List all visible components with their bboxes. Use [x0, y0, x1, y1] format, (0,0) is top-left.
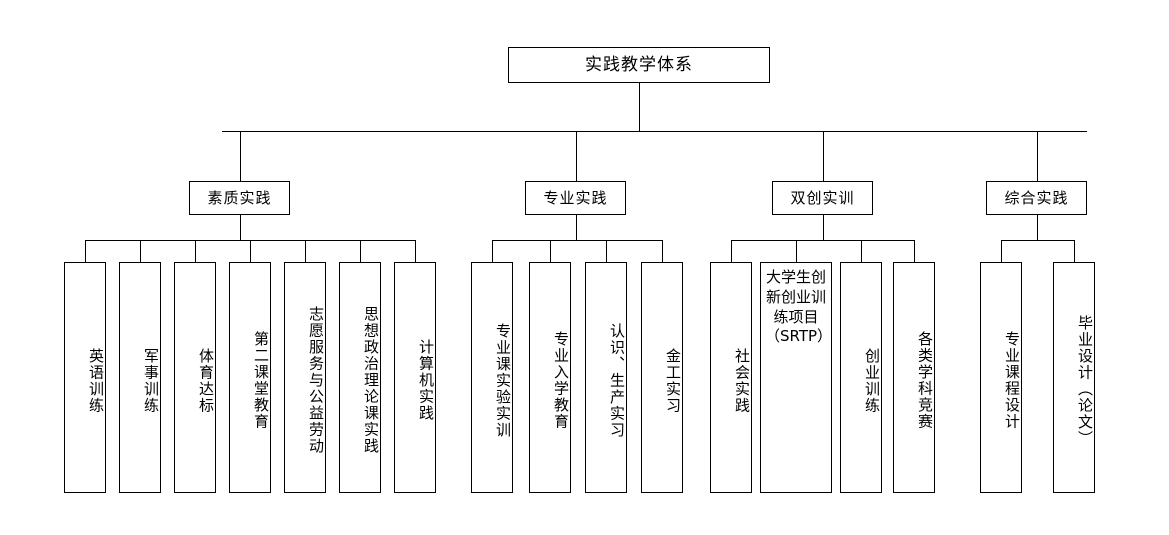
- leaf-node-0-1[interactable]: 军事训练: [119, 262, 161, 493]
- leaf-stem-0-1: [140, 240, 141, 262]
- root-node[interactable]: 实践教学体系: [508, 47, 770, 83]
- leaf-stem-2-3: [914, 240, 915, 262]
- category-node-0[interactable]: 素质实践: [189, 181, 290, 215]
- leaf-stem-2-2: [861, 240, 862, 262]
- group-bus-1: [492, 240, 662, 241]
- leaf-stem-0-6: [415, 240, 416, 262]
- leaf-stem-0-2: [195, 240, 196, 262]
- category-stem-0: [240, 131, 241, 181]
- leaf-node-3-1[interactable]: 毕业设计（论文）: [1053, 262, 1095, 493]
- category-node-1[interactable]: 专业实践: [525, 181, 626, 215]
- leaf-node-1-3[interactable]: 金工实习: [641, 262, 683, 493]
- group-bus-2: [731, 240, 914, 241]
- leaf-stem-3-1: [1074, 240, 1075, 262]
- category-node-3[interactable]: 综合实践: [986, 181, 1087, 215]
- leaf-node-1-0[interactable]: 专业课实验实训: [471, 262, 513, 493]
- leaf-stem-0-0: [85, 240, 86, 262]
- group-bus-3: [1001, 240, 1074, 241]
- leaf-stem-0-5: [360, 240, 361, 262]
- category-drop-1: [576, 215, 577, 240]
- category-stem-1: [576, 131, 577, 181]
- leaf-node-2-2[interactable]: 创业训练: [840, 262, 882, 493]
- leaf-node-0-3[interactable]: 第二课堂教育: [229, 262, 271, 493]
- leaf-node-2-3[interactable]: 各类学科竞赛: [893, 262, 935, 493]
- leaf-node-0-4[interactable]: 志愿服务与公益劳动: [284, 262, 326, 493]
- leaf-stem-2-1: [796, 240, 797, 262]
- category-drop-3: [1037, 215, 1038, 240]
- leaf-stem-3-0: [1001, 240, 1002, 262]
- leaf-stem-1-2: [606, 240, 607, 262]
- category-node-2[interactable]: 双创实训: [772, 181, 873, 215]
- leaf-node-0-6[interactable]: 计算机实践: [394, 262, 436, 493]
- category-drop-2: [823, 215, 824, 240]
- leaf-node-0-5[interactable]: 思想政治理论课实践: [339, 262, 381, 493]
- leaf-stem-0-4: [305, 240, 306, 262]
- leaf-node-1-2[interactable]: 认识、生产实习: [585, 262, 627, 493]
- leaf-node-2-0[interactable]: 社会实践: [710, 262, 752, 493]
- category-drop-0: [240, 215, 241, 240]
- leaf-stem-1-0: [492, 240, 493, 262]
- leaf-stem-0-3: [250, 240, 251, 262]
- category-stem-2: [823, 131, 824, 181]
- leaf-stem-2-0: [731, 240, 732, 262]
- leaf-node-2-1[interactable]: 大学生创新创业训练项目（SRTP）: [760, 262, 832, 493]
- root-stem: [639, 83, 640, 131]
- leaf-node-0-2[interactable]: 体育达标: [174, 262, 216, 493]
- leaf-node-0-0[interactable]: 英语训练: [64, 262, 106, 493]
- leaf-stem-1-3: [662, 240, 663, 262]
- leaf-node-3-0[interactable]: 专业课程设计: [980, 262, 1022, 493]
- leaf-node-1-1[interactable]: 专业入学教育: [529, 262, 571, 493]
- leaf-stem-1-1: [550, 240, 551, 262]
- category-stem-3: [1037, 131, 1038, 181]
- level1-bus: [222, 131, 1087, 132]
